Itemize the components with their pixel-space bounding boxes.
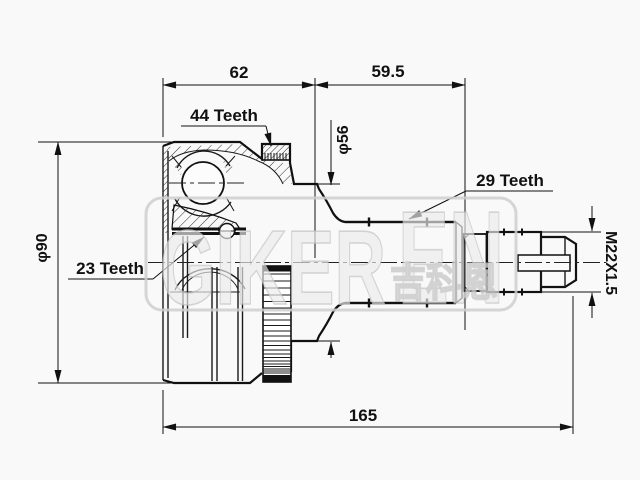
abs-tone-ring-section xyxy=(261,143,291,161)
watermark-border xyxy=(144,196,518,312)
spline-runout-marks xyxy=(367,217,429,308)
dim-thread-text: M22X1.5 xyxy=(602,231,619,295)
outer-race-bell xyxy=(162,140,456,385)
inner-race-section xyxy=(171,204,242,230)
joint-internals xyxy=(170,150,246,338)
thread-runout-marks xyxy=(503,228,523,296)
dim-59-5-text: 59.5 xyxy=(371,62,404,81)
rim-hatch xyxy=(163,149,168,233)
label-29-teeth: 29 Teeth xyxy=(476,171,544,190)
bell-exterior-groove-lines xyxy=(211,267,244,381)
abs-tone-ring-side-view xyxy=(262,265,292,383)
leader-23t-arrow xyxy=(152,236,205,280)
dimension-lines xyxy=(38,78,601,434)
dim-d90-text: φ90 xyxy=(34,233,51,262)
spline-shaft xyxy=(345,217,463,308)
watermark: GIKER EN 吉科恩 xyxy=(144,183,518,332)
dimension-texts: 62 59.5 165 φ56 φ90 M22X1.5 44 Teeth 29 … xyxy=(34,62,619,425)
label-23-teeth: 23 Teeth xyxy=(76,259,144,278)
label-44-teeth: 44 Teeth xyxy=(190,106,258,125)
watermark-brand-suffix: EN xyxy=(398,184,504,331)
center-lines xyxy=(148,182,606,263)
threaded-stem xyxy=(462,228,578,296)
dim-62-text: 62 xyxy=(230,63,249,82)
dim-d56-text: φ56 xyxy=(335,125,352,154)
leader-44t-arrow xyxy=(264,125,272,147)
watermark-brand-cjk: 吉科恩 xyxy=(390,261,498,305)
leader-29t-arrow xyxy=(408,190,467,220)
dim-165-text: 165 xyxy=(349,406,377,425)
watermark-brand: GIKER xyxy=(160,209,386,327)
